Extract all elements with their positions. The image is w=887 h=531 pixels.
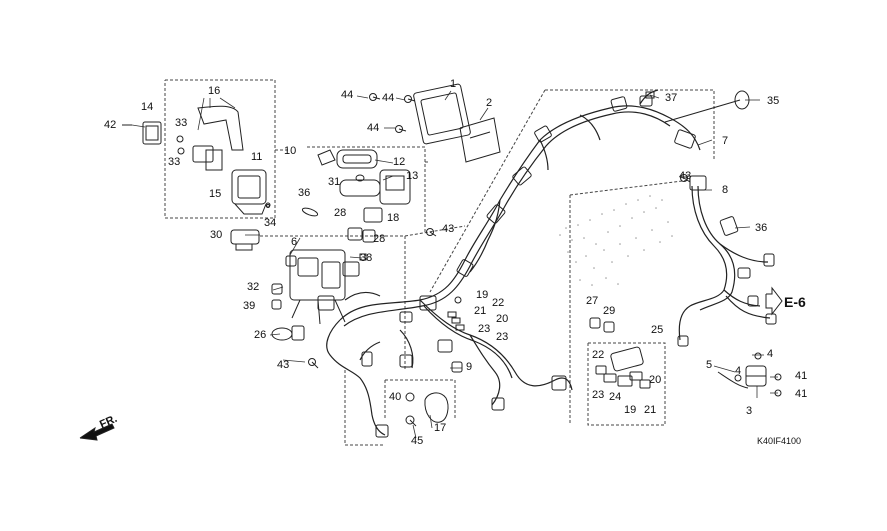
callout-25: 25 [651,324,664,336]
callout-36: 36 [298,187,311,199]
callout-34: 34 [264,217,277,229]
callout-2: 2 [486,97,493,109]
callout-44: 44 [341,89,354,101]
callout-36: 36 [755,222,768,234]
callout-5: 5 [706,359,713,371]
callout-33: 33 [175,117,188,129]
callout-24: 24 [609,391,622,403]
group-box-25 [587,342,666,426]
callout-27: 27 [586,295,599,307]
callout-39: 39 [243,300,256,312]
callout-23: 23 [478,323,491,335]
group-box-bottom-left [344,370,385,446]
callout-23: 23 [592,389,605,401]
callout-45: 45 [411,435,424,447]
callout-37: 37 [665,92,678,104]
callout-3: 3 [746,405,753,417]
callout-13: 13 [406,170,419,182]
callout-21: 21 [474,305,487,317]
callout-32: 32 [247,281,260,293]
callout-10: 10 [284,145,297,157]
fr-arrow-shape [79,423,115,441]
callout-29: 29 [603,305,616,317]
callout-41: 41 [795,370,808,382]
callout-35: 35 [767,95,780,107]
callout-26: 26 [254,329,267,341]
callout-1: 1 [450,78,457,90]
callout-31: 31 [328,176,341,188]
group-box-12-13 [307,146,426,233]
diagram-code: K40IF4100 [757,436,802,446]
callout-19: 19 [624,404,637,416]
callout-16: 16 [208,85,221,97]
callout-33: 33 [168,156,181,168]
callout-15: 15 [209,188,222,200]
callout-20: 20 [649,374,662,386]
callout-21: 21 [644,404,657,416]
callout-20: 20 [496,313,509,325]
callout-41: 41 [795,388,808,400]
harness-main-b [343,111,671,327]
callout-28: 28 [373,233,386,245]
ecu-cover-shape [459,117,501,163]
group-box-left [164,79,276,219]
callout-4: 4 [735,365,742,377]
callout-11: 11 [251,151,263,163]
callout-43: 43 [679,170,692,182]
callout-40: 40 [389,391,402,403]
callout-44: 44 [382,92,395,104]
frame-stipple [559,195,673,286]
callout-9: 9 [466,361,473,373]
callout-12: 12 [393,156,406,168]
callout-7: 7 [722,135,729,147]
callout-28: 28 [334,207,347,219]
e6-arrow-shape [765,286,783,316]
callout-23: 23 [496,331,509,343]
group-box-center [260,235,406,370]
group-box-17 [385,379,456,418]
callout-4: 4 [767,348,774,360]
callout-44: 44 [367,122,380,134]
callout-6: 6 [291,236,298,248]
callout-30: 30 [210,229,223,241]
horn-shape [424,392,449,423]
reference-label: E-6 [784,294,806,310]
band-35-shape [734,90,750,110]
callout-22: 22 [592,349,605,361]
callout-14: 14 [141,101,154,113]
ecu-unit-shape [413,83,471,145]
callout-18: 18 [387,212,400,224]
callout-43: 43 [277,359,290,371]
callout-19: 19 [476,289,489,301]
callout-38: 38 [360,252,373,264]
callout-8: 8 [722,184,729,196]
callout-17: 17 [434,422,447,434]
callout-22: 22 [492,297,505,309]
callout-42: 42 [104,119,117,131]
callout-43: 43 [442,223,455,235]
group-box-main [545,89,715,160]
